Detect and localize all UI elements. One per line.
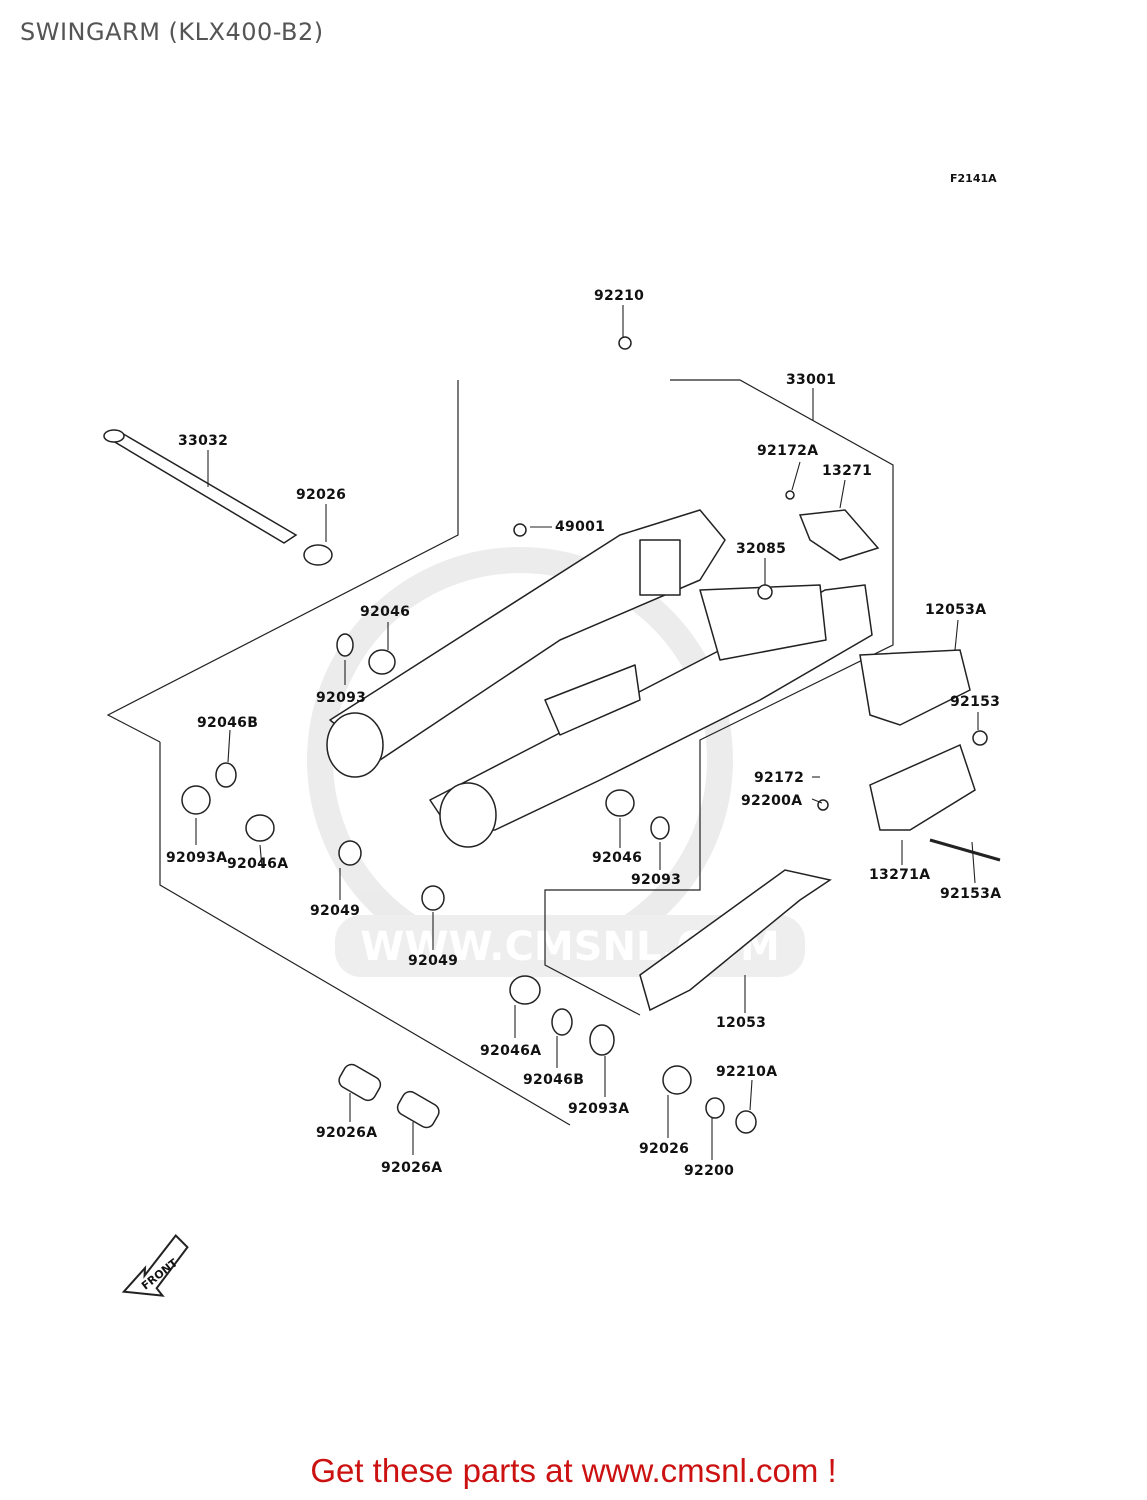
callout-92026A-b: 92026A — [381, 1160, 442, 1176]
callout-92200A: 92200A — [741, 793, 802, 809]
callout-13271: 13271 — [822, 463, 872, 479]
callout-92153A: 92153A — [940, 886, 1001, 902]
leader-lines — [195, 305, 979, 1160]
chain-guide-12053 — [639, 869, 832, 1012]
callout-92046B-left: 92046B — [197, 715, 258, 731]
callout-49001: 49001 — [555, 519, 605, 535]
callout-92046A-left: 92046A — [227, 856, 288, 872]
callout-92172: 92172 — [754, 770, 804, 786]
part-callouts: 92210 33001 33032 92026 49001 92172A 132… — [166, 288, 1001, 1179]
callout-92093-mid: 92093 — [631, 872, 681, 888]
callout-32085: 32085 — [736, 541, 786, 557]
callout-92046-mid: 92046 — [592, 850, 642, 866]
small-parts — [181, 336, 1001, 1134]
assembly-frame — [106, 379, 894, 1126]
callout-12053A: 12053A — [925, 602, 986, 618]
chain-slider-12053A — [859, 649, 976, 831]
callout-92172A: 92172A — [757, 443, 818, 459]
callout-92049-a: 92049 — [310, 903, 360, 919]
callout-92093-top: 92093 — [316, 690, 366, 706]
callout-92046A-low: 92046A — [480, 1043, 541, 1059]
callout-13271A: 13271A — [869, 867, 930, 883]
swingarm-body — [326, 509, 873, 848]
callout-92153: 92153 — [950, 694, 1000, 710]
callout-12053: 12053 — [716, 1015, 766, 1031]
callout-92093A-low: 92093A — [568, 1101, 629, 1117]
pivot-axle-33032 — [103, 429, 298, 544]
callout-92200: 92200 — [684, 1163, 734, 1179]
callout-92026A-a: 92026A — [316, 1125, 377, 1141]
front-arrow-icon: FRONT — [121, 1234, 189, 1297]
callout-92026-low: 92026 — [639, 1141, 689, 1157]
callout-92093A-left: 92093A — [166, 850, 227, 866]
callout-92210A: 92210A — [716, 1064, 777, 1080]
callout-92049-b: 92049 — [408, 953, 458, 969]
figure-code: F2141A — [950, 172, 997, 185]
callout-92026: 92026 — [296, 487, 346, 503]
callout-33001: 33001 — [786, 372, 836, 388]
promo-banner[interactable]: Get these parts at www.cmsnl.com ! — [310, 1452, 837, 1489]
callout-92046B-low: 92046B — [523, 1072, 584, 1088]
callout-92046-top: 92046 — [360, 604, 410, 620]
callout-33032: 33032 — [178, 433, 228, 449]
page-title: SWINGARM (KLX400-B2) — [20, 18, 324, 46]
callout-92210: 92210 — [594, 288, 644, 304]
